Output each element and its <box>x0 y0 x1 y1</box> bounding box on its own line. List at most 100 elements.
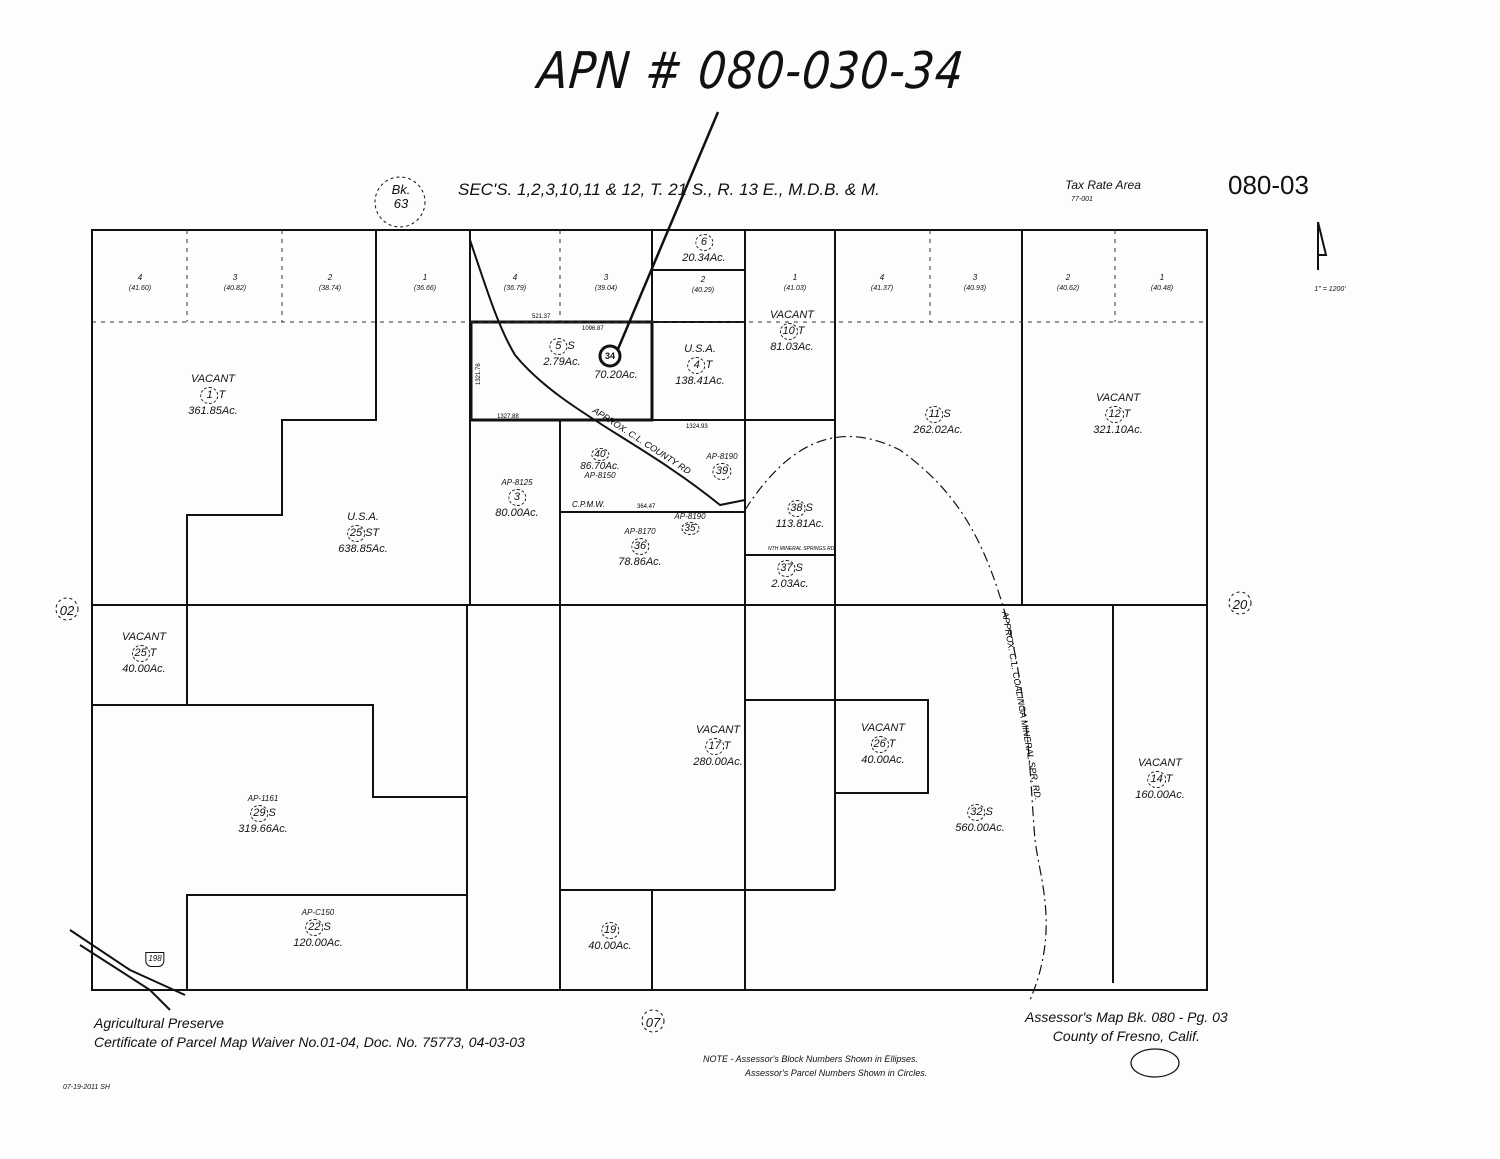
lots-east-4-n: 1 <box>1159 273 1165 282</box>
lots-east-1-a: (41.37) <box>870 285 894 292</box>
parcels-p1-acres: 361.85Ac. <box>188 404 238 417</box>
lots-east-3-n: 2 <box>1065 273 1071 282</box>
parcel-34-number[interactable]: 34 <box>604 351 616 361</box>
parcels-p12-acres: 321.10Ac. <box>1093 423 1143 436</box>
parcels-p5-suffix: S <box>567 340 575 352</box>
parcels-p4-number: 4 <box>687 356 706 374</box>
parcels-p40-acres: 86.70Ac. <box>580 461 620 472</box>
parcels-p3-number: 3 <box>507 488 526 506</box>
adjacent-book-63[interactable]: Bk.63 <box>391 182 411 212</box>
parcels-p32-suffix: S <box>985 806 993 818</box>
parcels-p37-number: 37 <box>777 560 796 577</box>
dimension: 1321.76 <box>476 363 482 385</box>
parcel-boundaries <box>91 229 1208 991</box>
parcels-p10-number: 10 <box>779 322 798 340</box>
parcels-p25t-number: 25 <box>131 644 150 662</box>
parcels-p19-number: 19 <box>600 922 620 939</box>
parcels-p1-status: VACANT <box>190 373 236 385</box>
scale-label: 1" = 1200' <box>1314 286 1346 293</box>
county-road <box>469 239 746 507</box>
parcels-p29-number: 29 <box>250 804 269 822</box>
tax-rate-area-label: Tax Rate Area <box>1065 178 1141 192</box>
lot-label: 4(36.79) <box>504 272 526 295</box>
parcels-p14-acres: 160.00Ac. <box>1135 788 1185 801</box>
dimension: 521.37 <box>532 314 551 320</box>
lots-west-3-n: 1 <box>422 273 428 282</box>
parcels-p25st-status: U.S.A. <box>347 511 379 523</box>
parcels-p36-ap: AP-8170 <box>624 527 656 536</box>
parcels-p22-ap: AP-C150 <box>301 908 335 917</box>
adjacent-page-south[interactable]: 07 <box>645 1015 661 1030</box>
header-adjacent_book-0: Bk. <box>391 182 411 197</box>
parcels-p17-acres: 280.00Ac. <box>693 755 743 768</box>
footer-note2: Assessor's Parcel Numbers Shown in Circl… <box>745 1068 928 1079</box>
lot-label: 3(40.82) <box>224 272 246 295</box>
adjacent-page-east[interactable]: 20 <box>1232 597 1248 612</box>
lots-east-0-a: (41.03) <box>783 285 807 292</box>
parcels-p39-ap: AP-8190 <box>706 452 738 461</box>
parcels-p26-acres: 40.00Ac. <box>861 753 905 766</box>
parcels-p11-number: 11 <box>925 406 944 423</box>
roads <box>55 111 1328 1078</box>
parcels-p3-ap: AP-8125 <box>501 478 533 487</box>
parcels-p40-number: 40 <box>590 448 609 461</box>
parcels-p25st-acres: 638.85Ac. <box>338 542 388 555</box>
lots-east-1-n: 4 <box>879 273 885 282</box>
parcels-p39-number: 39 <box>712 462 732 480</box>
parcels-p36-acres: 78.86Ac. <box>618 555 662 568</box>
lot-label: 2(38.74) <box>319 272 341 295</box>
parcels-p10-suffix: T <box>797 324 805 337</box>
block-number-ellipse <box>1130 1048 1180 1078</box>
lot-label: 1 (36.66) <box>414 272 436 295</box>
map-number: 080-03 <box>1228 170 1309 200</box>
parcels-p35-ap: AP-8190 <box>674 512 706 521</box>
apn-number: 080-030-34 <box>695 42 967 101</box>
parcels-p26-status: VACANT <box>860 722 906 734</box>
north-arrow-icon <box>1317 221 1328 270</box>
parcels-p11-acres: 262.02Ac. <box>913 423 963 436</box>
lot-label: 4(41.60) <box>129 272 151 295</box>
lots-middle-1-n: 3 <box>603 273 609 282</box>
parcels-p38-number: 38 <box>787 500 806 517</box>
lots-middle-1-a: (39.04) <box>594 285 618 292</box>
parcels-p14-suffix: T <box>1165 772 1173 785</box>
parcels-p17-status: VACANT <box>695 724 741 736</box>
coalinga-road-label: APPROX. C.L. COALINGA MINERAL SPR. RD. <box>1000 610 1043 801</box>
lots-west-2-n: 2 <box>327 273 333 282</box>
apn-annotation: APN # 080-030-34 <box>535 42 966 101</box>
parcels-p32-number: 32 <box>967 804 986 821</box>
parcels-p37-suffix: S <box>795 562 803 574</box>
parcel-34-acres[interactable]: 70.20Ac. <box>594 369 638 381</box>
lots-west-3-a: (36.66) <box>413 285 437 292</box>
parcels-p25t-suffix: T <box>149 646 157 659</box>
lot-label: 1(41.03) <box>784 272 806 295</box>
adjacent-page-west[interactable]: 02 <box>59 603 75 618</box>
parcels-p22-suffix: S <box>323 920 331 933</box>
parcels-p14-status: VACANT <box>1137 757 1183 769</box>
